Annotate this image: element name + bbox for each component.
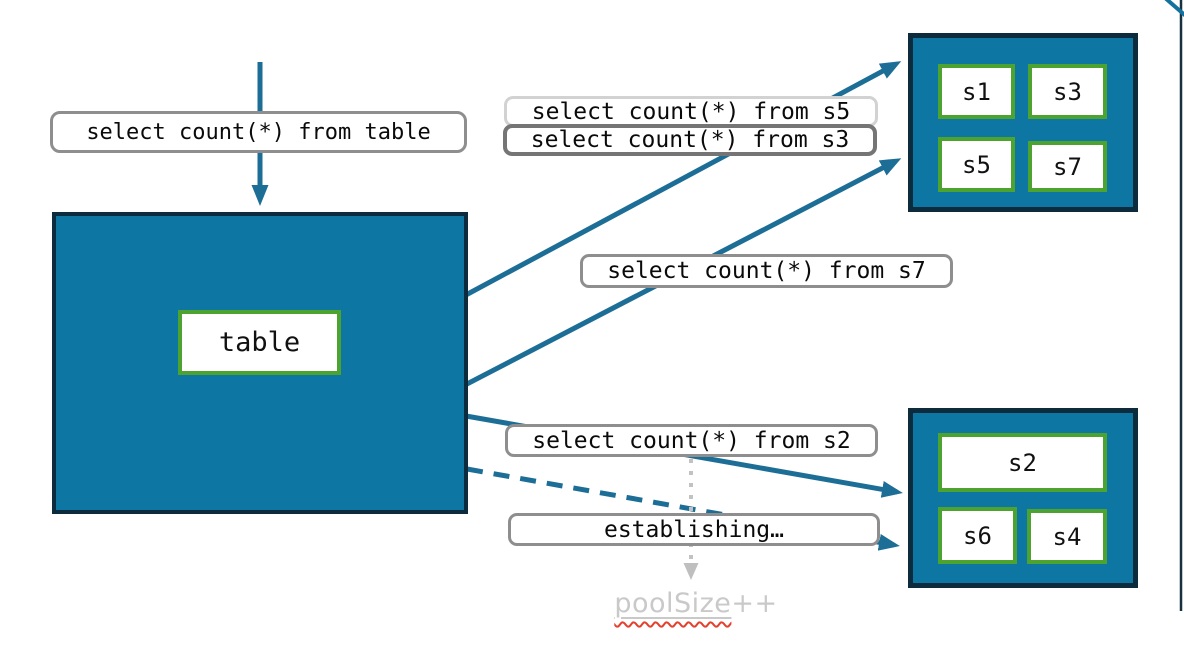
poolsize-annotation: poolSize++ bbox=[556, 588, 836, 619]
shard-label-s3: s3 bbox=[1053, 77, 1082, 106]
query-label-s5: select count(*) from s5 bbox=[504, 96, 878, 127]
query-label-s7: select count(*) from s7 bbox=[580, 254, 953, 288]
table-tile-label: table bbox=[218, 327, 301, 358]
shard-tile-s2: s2 bbox=[938, 433, 1107, 492]
query-label-s3: select count(*) from s3 bbox=[503, 124, 877, 156]
shard-tile-s5: s5 bbox=[938, 137, 1015, 192]
shard-group-bottom: s2 s6 s4 bbox=[908, 408, 1138, 588]
poolsize-label: poolSize bbox=[614, 588, 732, 619]
query-text-s2: select count(*) from s2 bbox=[532, 427, 851, 454]
shard-label-s1: s1 bbox=[962, 77, 991, 106]
shard-tile-s1: s1 bbox=[938, 64, 1015, 119]
shard-label-s6: s6 bbox=[963, 521, 992, 550]
shard-tile-s7: s7 bbox=[1028, 141, 1107, 192]
query-text-s5: select count(*) from s5 bbox=[531, 98, 851, 125]
table-tile: table bbox=[178, 310, 341, 375]
shard-tile-s3: s3 bbox=[1028, 64, 1107, 119]
query-text-establishing: establishing… bbox=[603, 516, 784, 543]
shard-label-s5: s5 bbox=[962, 150, 991, 179]
shard-label-s2: s2 bbox=[1008, 448, 1037, 477]
shard-label-s7: s7 bbox=[1053, 152, 1082, 181]
query-text-table: select count(*) from table bbox=[86, 119, 431, 145]
shard-tile-s4: s4 bbox=[1027, 509, 1107, 564]
query-text-s7: select count(*) from s7 bbox=[607, 258, 926, 284]
query-label-establishing: establishing… bbox=[508, 513, 880, 546]
query-label-table: select count(*) from table bbox=[50, 111, 467, 153]
table-container-box: table bbox=[52, 212, 468, 514]
poolsize-squiggle: poolSize bbox=[614, 588, 731, 619]
shard-group-top: s1 s3 s5 s7 bbox=[908, 33, 1138, 212]
slide-corner-diagonal bbox=[1164, 0, 1184, 18]
shard-tile-s6: s6 bbox=[938, 507, 1017, 564]
shard-label-s4: s4 bbox=[1052, 522, 1082, 551]
poolsize-suffix: ++ bbox=[731, 588, 778, 619]
query-text-s3: select count(*) from s3 bbox=[530, 127, 850, 153]
query-label-s2: select count(*) from s2 bbox=[505, 424, 878, 457]
